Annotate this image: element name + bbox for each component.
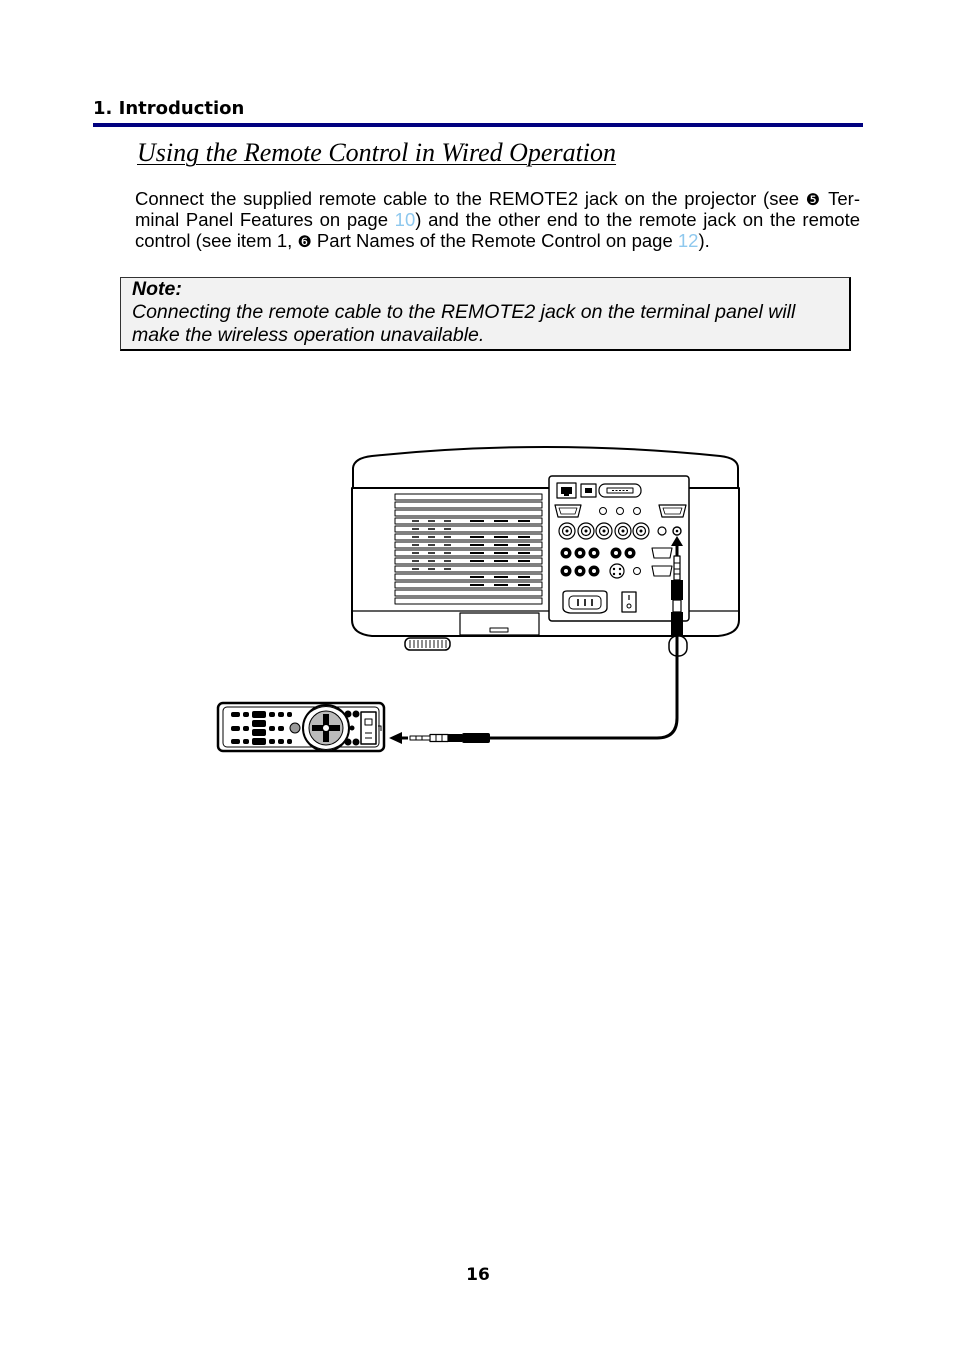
paragraph-text: Ter-: [821, 188, 860, 209]
projector-rear-panel-icon: [351, 446, 740, 657]
power-switch-icon: [621, 591, 637, 613]
cable-ferrite: [462, 733, 490, 743]
paragraph-text: ).: [698, 230, 710, 251]
d-sub-port-icon: [651, 565, 673, 577]
page-title: Using the Remote Control in Wired Operat…: [137, 138, 617, 167]
section-header: 1. Introduction: [93, 98, 245, 119]
d-sub-port-icon: [651, 547, 673, 559]
note-text-line: make the wireless operation unavailable.: [132, 324, 485, 346]
connection-arrow-icon: [671, 536, 683, 556]
cable-plug-tip: [673, 555, 681, 581]
remote-cable-icon: [389, 555, 683, 744]
paragraph-text: Part Names of the Remote Control on page: [311, 230, 678, 251]
ventilation-grille: [394, 493, 543, 605]
cable-plug-tip: [409, 735, 431, 741]
remote-buttons: [231, 711, 292, 745]
remote-direction-pad: [302, 704, 350, 752]
reference-marker-5-icon: ❺: [805, 190, 822, 209]
remote-control-icon: [216, 701, 386, 753]
vent-marks: [412, 520, 451, 570]
remote-jack-icon: [378, 725, 382, 731]
paragraph-text: minal Panel Features on page: [135, 209, 395, 230]
rca-connectors: [560, 547, 636, 577]
s-video-port-icon: [609, 563, 625, 579]
cable-plug-body: [429, 733, 449, 743]
page-number: 16: [466, 1265, 490, 1285]
paragraph-text: Connect the supplied remote cable to the…: [135, 188, 806, 209]
paragraph-text: ) and the other end to the remote jack o…: [415, 209, 861, 230]
d-sub-port-icon: [658, 504, 687, 518]
vent-marks: [470, 520, 530, 586]
reference-marker-6-icon: ❻: [297, 232, 312, 251]
bnc-connectors: [558, 522, 650, 540]
paragraph-line: minal Panel Features on page 10) and the…: [135, 209, 860, 230]
note-text-line: Connecting the remote cable to the REMOT…: [132, 301, 796, 323]
note-label: Note:: [132, 278, 182, 300]
paragraph-text: control (see item 1,: [135, 230, 298, 251]
paragraph-line: control (see item 1, ❻ Part Names of the…: [135, 230, 860, 251]
intro-paragraph: Connect the supplied remote cable to the…: [135, 188, 860, 251]
projector-foot: [404, 637, 451, 651]
terminal-panel: [548, 475, 690, 622]
page-10-link[interactable]: 10: [394, 209, 416, 230]
paragraph-line: Connect the supplied remote cable to the…: [135, 188, 860, 209]
lamp-door: [459, 612, 540, 636]
note-box: Note: Connecting the remote cable to the…: [120, 277, 851, 351]
page-12-link[interactable]: 12: [677, 230, 699, 251]
power-inlet-icon: [562, 590, 608, 614]
connection-arrow-icon: [389, 732, 408, 744]
cable-wire: [490, 636, 679, 740]
header-rule: [93, 123, 863, 127]
wired-remote-illustration: [216, 446, 740, 753]
d-sub-port-icon: [554, 504, 582, 518]
